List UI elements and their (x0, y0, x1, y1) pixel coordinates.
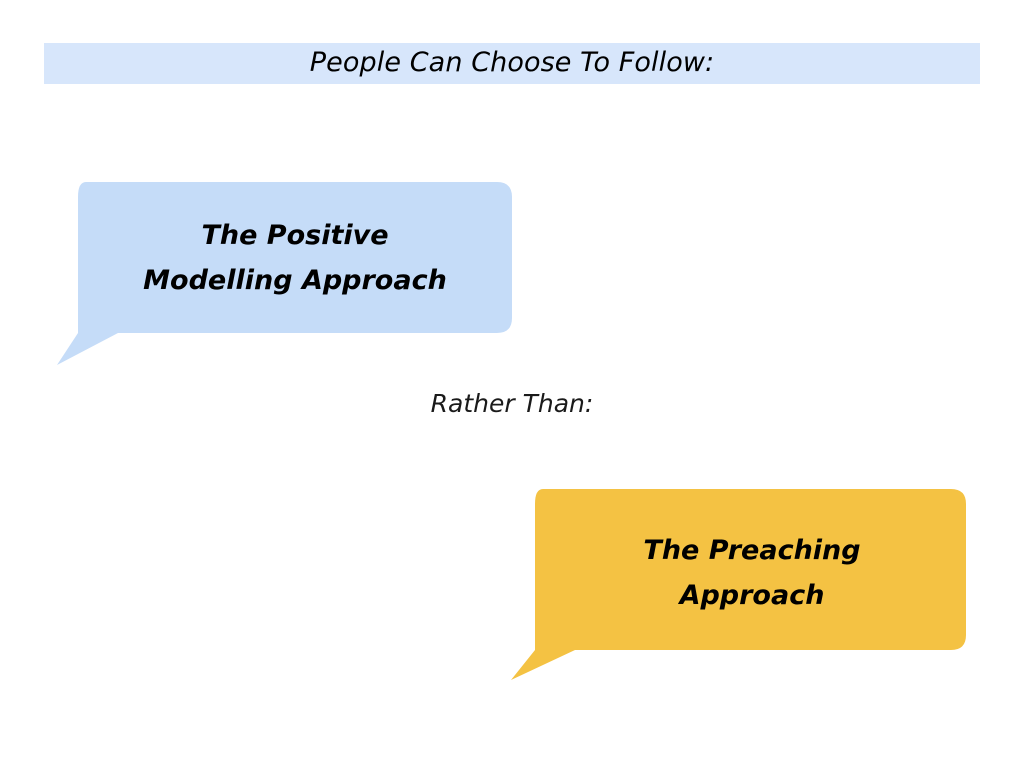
speech-bubble-preaching: The Preaching Approach (504, 482, 974, 688)
speech-bubble-positive-modelling-shape (57, 182, 512, 365)
header-banner: People Can Choose To Follow: (44, 43, 980, 84)
speech-bubble-preaching-shape (511, 489, 966, 680)
connector-text: Rather Than: (430, 389, 594, 418)
speech-bubble-positive-modelling: The Positive Modelling Approach (50, 165, 520, 380)
page-title: People Can Choose To Follow: (309, 47, 715, 78)
speech-bubble-preaching-label: The Preaching Approach (643, 535, 861, 611)
speech-bubble-positive-modelling-label: The Positive Modelling Approach (143, 220, 447, 296)
